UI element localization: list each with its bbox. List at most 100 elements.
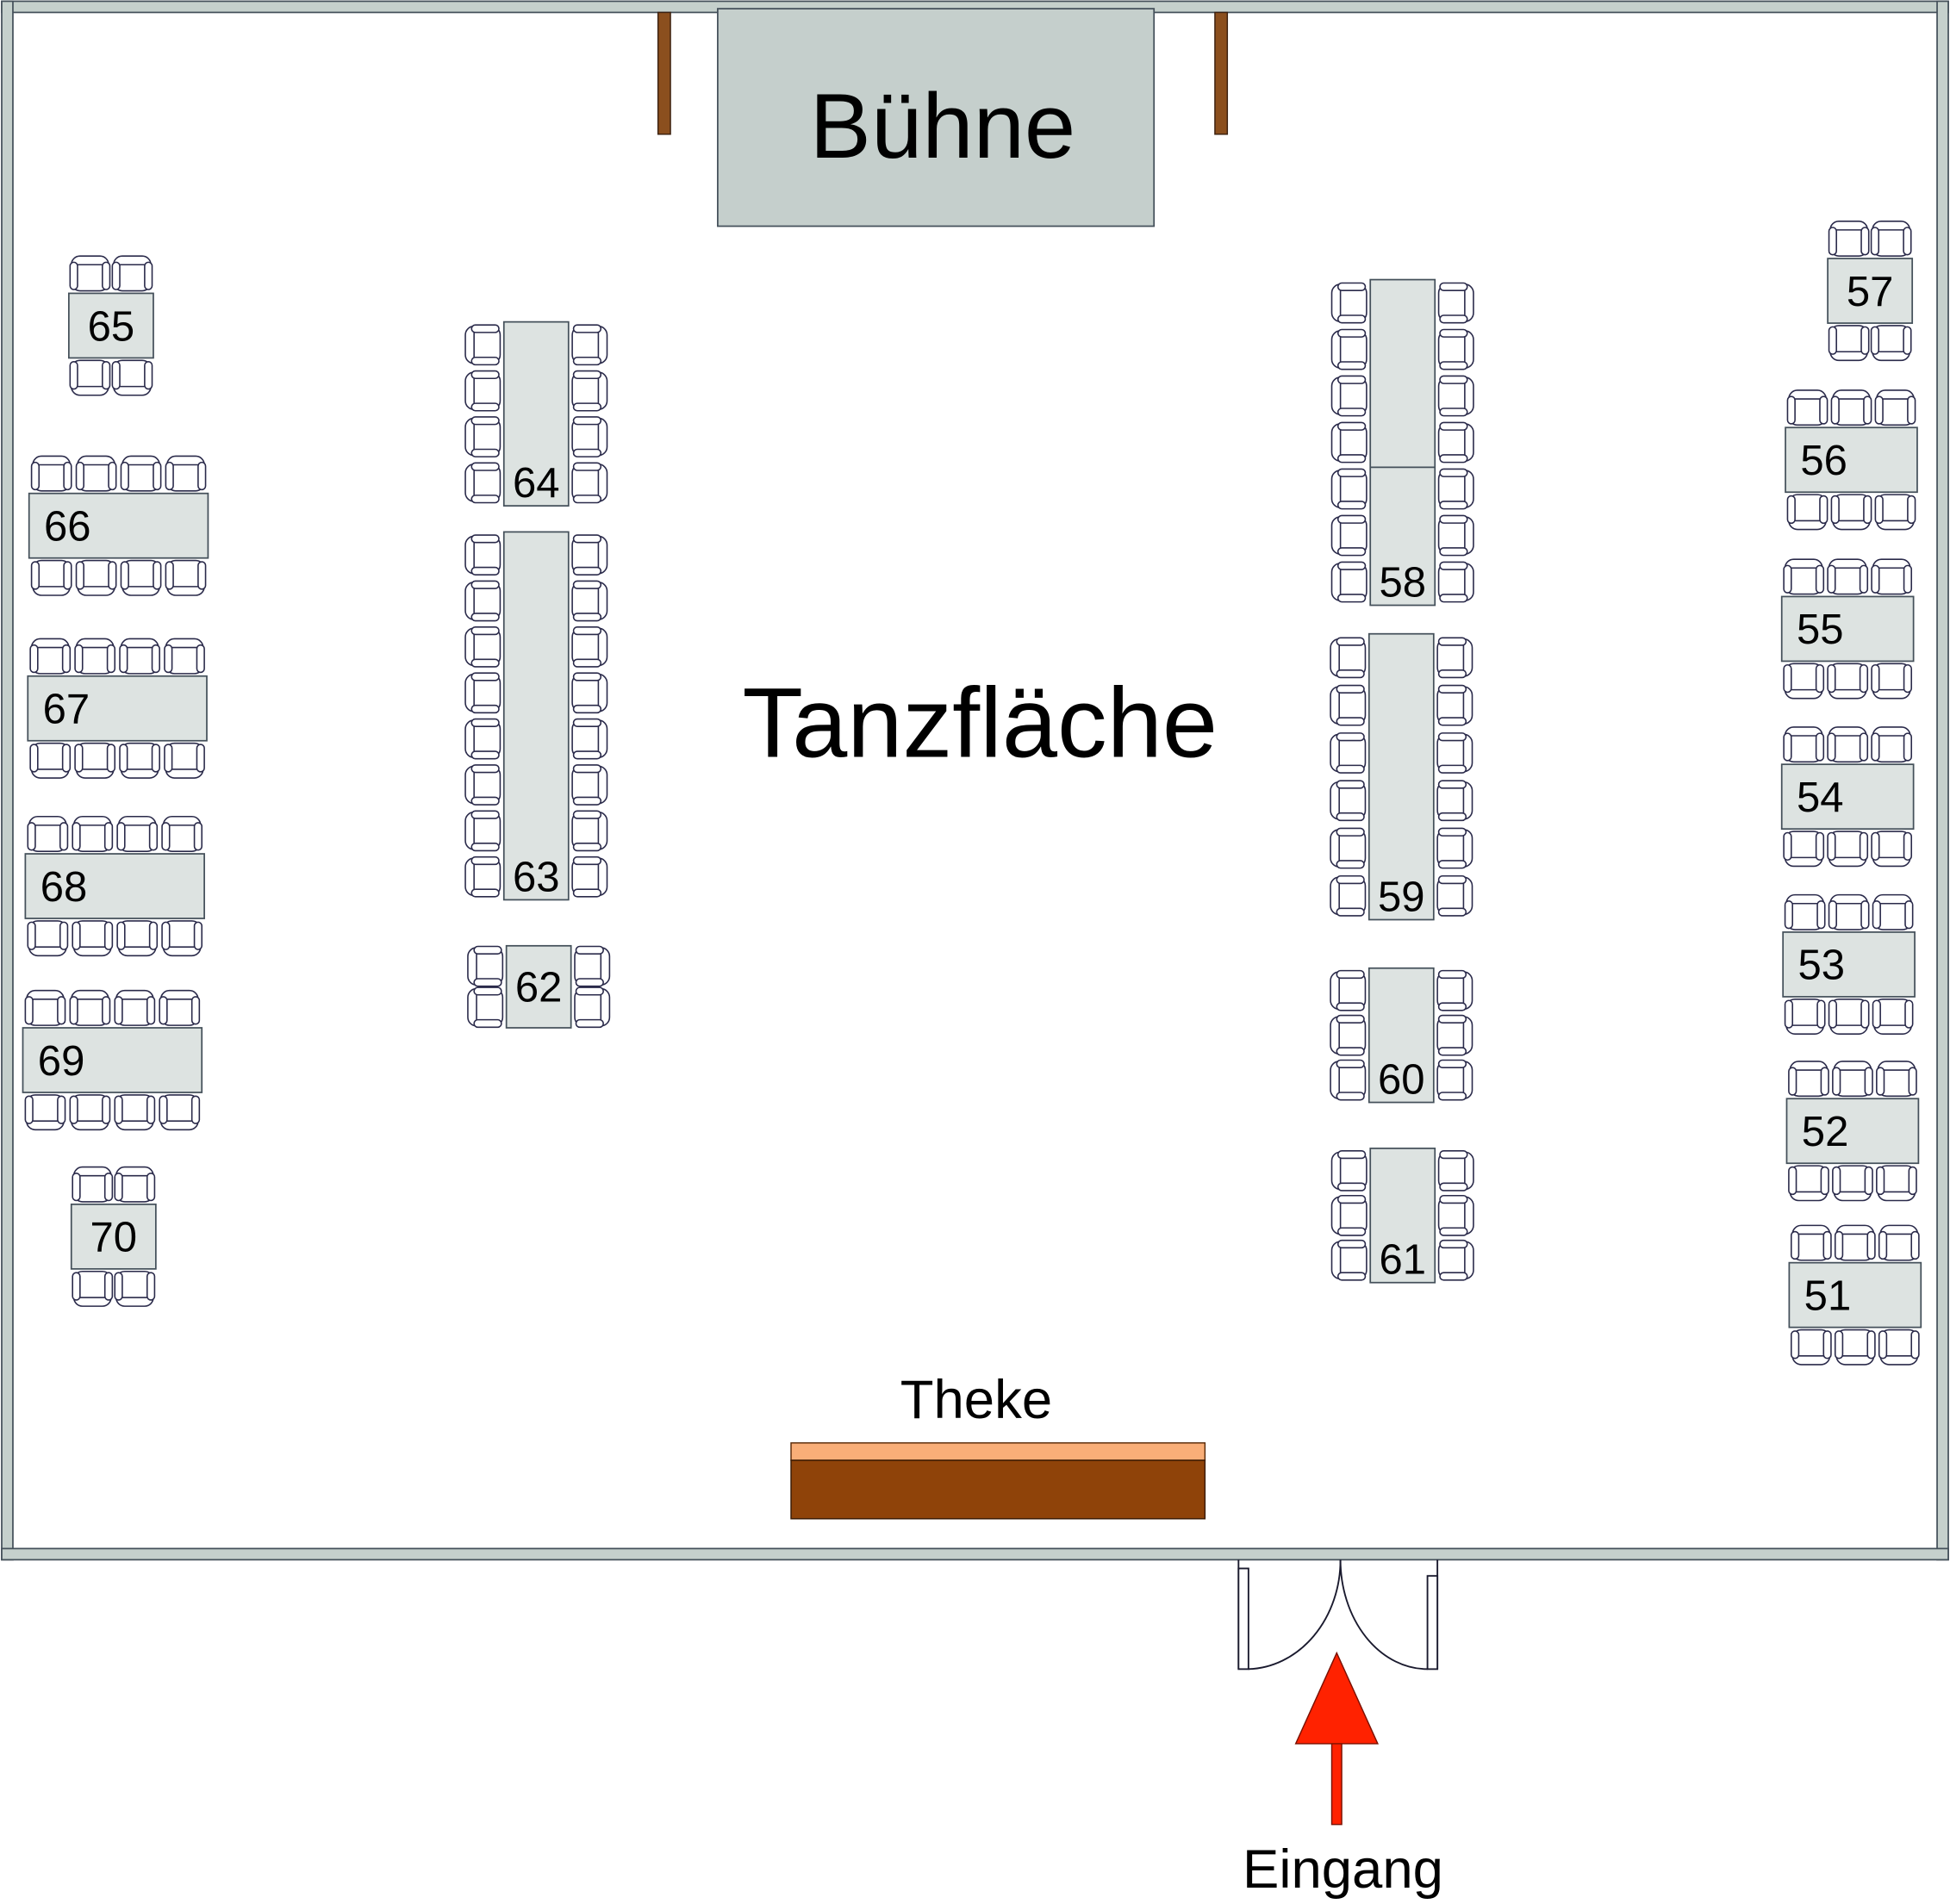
chair-icon: [467, 945, 504, 987]
chair-icon: [1437, 1150, 1474, 1192]
table-group-55[interactable]: 55: [1780, 558, 1915, 700]
table[interactable]: [1369, 278, 1436, 607]
chair-icon: [1871, 726, 1913, 763]
chair-icon: [571, 764, 608, 806]
entrance-label: Eingang: [1243, 1839, 1443, 1900]
table[interactable]: [1367, 967, 1435, 1104]
chair-icon: [24, 989, 66, 1026]
chair-icon: [1437, 514, 1474, 557]
table-group-54[interactable]: 54: [1780, 726, 1915, 868]
table[interactable]: [502, 531, 570, 901]
table[interactable]: [1788, 1261, 1922, 1328]
table-number: 68: [40, 864, 88, 911]
chair-icon: [69, 989, 111, 1026]
table-group-51[interactable]: 51: [1788, 1224, 1922, 1366]
chair-icon: [69, 359, 111, 396]
table-group-61[interactable]: 61: [1330, 1148, 1474, 1284]
table[interactable]: [1367, 632, 1435, 921]
table-group-58[interactable]: 58: [1330, 278, 1474, 607]
chair-icon: [1874, 494, 1916, 531]
table-group-52[interactable]: 52: [1785, 1061, 1920, 1202]
table[interactable]: [1827, 258, 1914, 324]
chair-icon: [1330, 561, 1367, 603]
chair-icon: [464, 856, 502, 898]
stage-label: Bühne: [810, 74, 1076, 177]
table-number: 61: [1379, 1237, 1426, 1284]
table-group-62[interactable]: 62: [467, 944, 611, 1029]
walls: [1, 0, 1949, 1561]
chair-icon: [1436, 827, 1473, 869]
table-group-65[interactable]: 65: [68, 255, 154, 396]
chair-icon: [1834, 1224, 1876, 1261]
table-number: 60: [1378, 1056, 1425, 1103]
table[interactable]: [28, 492, 209, 559]
table[interactable]: [1780, 763, 1915, 831]
table-group-63[interactable]: 63: [464, 531, 608, 901]
table[interactable]: [1369, 1148, 1436, 1284]
table[interactable]: [70, 1203, 157, 1270]
chair-icon: [1790, 1328, 1832, 1366]
chair-icon: [72, 815, 114, 852]
chair-icon: [116, 815, 159, 852]
chair-icon: [571, 416, 608, 457]
chair-icon: [114, 989, 156, 1026]
bar-label: Theke: [900, 1370, 1052, 1430]
table[interactable]: [1782, 931, 1916, 998]
chair-icon: [1330, 780, 1367, 822]
stage-post-right: [1214, 11, 1229, 135]
table-group-70[interactable]: 70: [70, 1166, 157, 1307]
table-group-56[interactable]: 56: [1785, 389, 1918, 531]
table-group-57[interactable]: 57: [1827, 220, 1914, 362]
table-number: 52: [1802, 1109, 1849, 1155]
chair-icon: [1784, 893, 1826, 930]
chair-icon: [1436, 1059, 1473, 1101]
table[interactable]: [24, 853, 205, 919]
chair-icon: [464, 672, 502, 714]
chair-icon: [27, 815, 69, 852]
table-group-69[interactable]: 69: [22, 989, 203, 1131]
table-group-60[interactable]: 60: [1330, 967, 1473, 1104]
chair-icon: [571, 718, 608, 760]
chair-icon: [120, 559, 162, 596]
table[interactable]: [22, 1027, 203, 1093]
chair-icon: [120, 455, 162, 492]
table[interactable]: [505, 944, 572, 1029]
table[interactable]: [1785, 426, 1918, 494]
chair-icon: [161, 815, 203, 852]
table[interactable]: [27, 675, 208, 742]
table-group-68[interactable]: 68: [24, 815, 205, 957]
table-group-66[interactable]: 66: [28, 455, 209, 596]
bar-counter-top: [790, 1442, 1206, 1461]
chair-icon: [164, 742, 205, 779]
entrance-door[interactable]: [1237, 1559, 1439, 1671]
table[interactable]: [502, 320, 570, 507]
chair-icon: [1437, 421, 1474, 464]
chair-icon: [1827, 726, 1869, 763]
chair-icon: [165, 455, 207, 492]
chair-icon: [1832, 1061, 1873, 1098]
table-group-53[interactable]: 53: [1782, 893, 1916, 1036]
chair-icon: [161, 920, 203, 957]
table-group-67[interactable]: 67: [27, 638, 208, 779]
chair-icon: [1784, 999, 1826, 1036]
wall-right: [1936, 0, 1949, 1561]
chair-icon: [1872, 893, 1914, 930]
bar-counter: [790, 1459, 1206, 1520]
table-number: 64: [513, 460, 560, 507]
chair-icon: [1870, 325, 1912, 362]
chair-icon: [165, 559, 207, 596]
table[interactable]: [1780, 595, 1915, 663]
table-group-59[interactable]: 59: [1330, 632, 1473, 921]
chair-icon: [571, 672, 608, 714]
chair-icon: [114, 1094, 156, 1131]
table[interactable]: [1785, 1098, 1920, 1165]
chair-icon: [1788, 1061, 1829, 1098]
chair-icon: [464, 580, 502, 622]
table-group-64[interactable]: 64: [464, 320, 608, 507]
table[interactable]: [68, 292, 154, 359]
chair-icon: [464, 324, 502, 366]
chair-icon: [1870, 220, 1912, 257]
chair-icon: [571, 580, 608, 622]
chair-icon: [1437, 468, 1474, 510]
